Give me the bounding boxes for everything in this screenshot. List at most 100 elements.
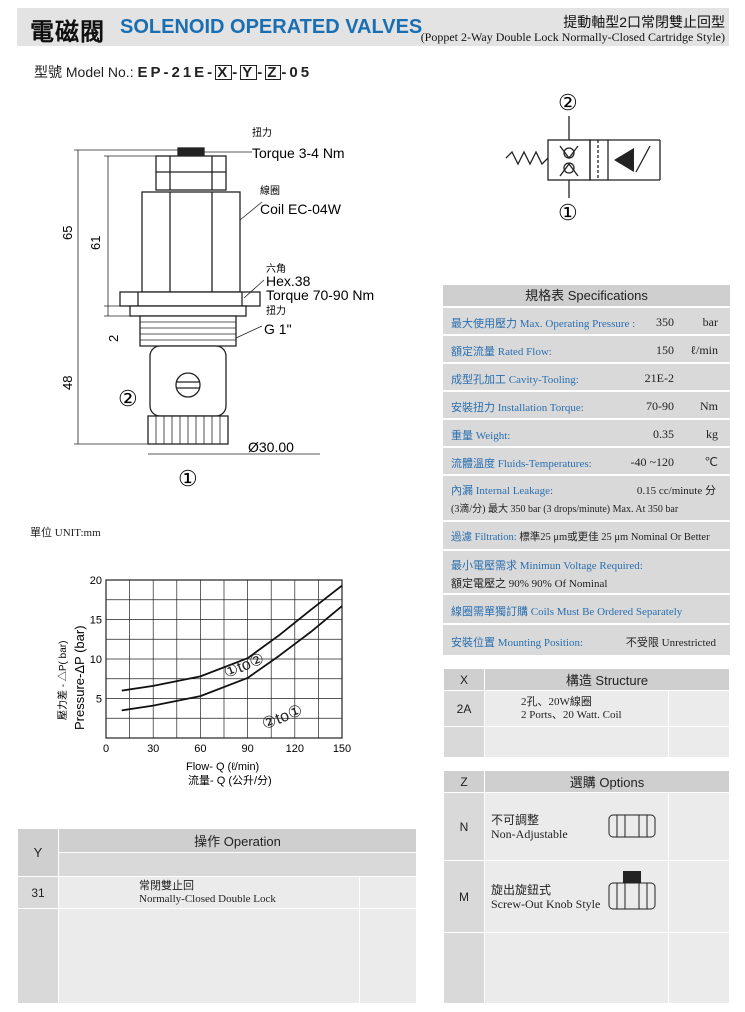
model-dash: -	[232, 64, 241, 81]
x-tick-label: 90	[241, 743, 253, 755]
voltage-label: 最小電壓需求 Minimun Voltage Required:	[451, 560, 643, 572]
specs-title: 規格表 Specifications	[443, 285, 730, 308]
option-n-zh: 不可調整	[491, 812, 540, 827]
coil-label: Coil EC-04W	[260, 201, 342, 217]
chart-grid	[105, 579, 343, 739]
options-title: 選購 Options	[484, 770, 730, 793]
series-label-2to1: ②to①	[260, 702, 305, 734]
thread-label: G 1"	[264, 321, 292, 337]
option-m-zh: 旋出旋鈕式	[491, 882, 552, 897]
spec-value: 0.35	[653, 427, 674, 441]
model-z-box: Z	[265, 64, 282, 81]
spec-label: 成型孔加工 Cavity-Tooling:	[451, 374, 579, 386]
diameter-label: Ø30.00	[248, 439, 294, 455]
spring-icon	[505, 150, 549, 166]
y-tick-label: 5	[96, 694, 102, 706]
model-dash: -	[257, 64, 266, 81]
leakage-value: 0.15 cc/minute 分	[636, 485, 716, 497]
model-y-box: Y	[240, 64, 258, 81]
spec-label: 最大使用壓力 Max. Operating Pressure :	[451, 318, 636, 330]
chart-xlabel: Flow- Q (ℓ/min)	[186, 761, 259, 773]
structure-en: 2 Ports、20 Watt. Coil	[521, 708, 622, 721]
spec-unit: kg	[706, 427, 718, 441]
coil-nut	[155, 155, 227, 191]
hydraulic-symbol: ② ①	[505, 90, 661, 225]
operation-en: Normally-Closed Double Lock	[139, 892, 276, 905]
port2-label: ②	[118, 386, 138, 411]
spec-row: 安裝扭力 Installation Torque: 70-90 Nm	[443, 392, 730, 420]
spec-unit: ℓ/min	[690, 343, 718, 357]
structure-code-header: X	[443, 668, 485, 691]
hex-zh: 六角	[266, 263, 286, 275]
option-n-en: Non-Adjustable	[491, 826, 568, 841]
spec-row-leakage: 內漏 Internal Leakage: 0.15 cc/minute 分 (3…	[443, 476, 730, 522]
spec-value: 350	[656, 315, 674, 329]
series-label-1to2: ①to②	[222, 650, 267, 682]
symbol-port1: ①	[558, 200, 578, 225]
chart-ylabel: Pressure-ΔP (bar)	[72, 625, 87, 730]
voltage-text: 額定電壓之 90% 90% Of Nominal	[451, 578, 608, 590]
option-row-m: M 旋出旋鈕式 Screw-Out Knob Style	[443, 860, 730, 933]
spec-label: 重量 Weight:	[451, 430, 511, 442]
y-tick-label: 20	[90, 575, 102, 587]
flange	[129, 305, 247, 317]
operation-code-header: Y	[17, 828, 59, 877]
dim-65: 65	[60, 226, 75, 240]
structure-code: 2A	[443, 690, 485, 727]
spec-row: 流體溫度 Fluids-Temperatures:-40 ~120℃	[443, 448, 730, 476]
model-label: 型號 Model No.:	[34, 64, 134, 80]
filtration-text: 標準25 μm或更佳 25 μm Nominal Or Better	[519, 532, 710, 543]
spec-label: 額定流量 Rated Flow:	[451, 346, 552, 358]
cartridge-body	[149, 345, 227, 417]
chart-lines	[121, 584, 343, 712]
spec-unit: Nm	[700, 399, 718, 413]
x-tick-label: 0	[103, 743, 109, 755]
unit-note: 單位 UNIT:mm	[30, 527, 101, 539]
hex-label: Hex.38	[266, 273, 311, 289]
spec-row: 重量 Weight: 0.35 kg	[443, 420, 730, 448]
operation-zh: 常閉雙止回	[139, 879, 194, 892]
screw-out-knob-icon	[608, 871, 656, 910]
leakage-note: (3滴/分) 最大 350 bar (3 drops/minute) Max. …	[451, 504, 679, 515]
port1-label: ①	[178, 466, 198, 490]
option-m-en: Screw-Out Knob Style	[491, 896, 601, 911]
subtitle-en: (Poppet 2-Way Double Lock Normally-Close…	[420, 30, 725, 44]
filtration-label: 過濾 Filtration:	[451, 532, 517, 543]
spec-value: 21E-2	[644, 371, 674, 385]
dim-48: 48	[60, 376, 75, 390]
mount-value: 不受限 Unrestricted	[625, 637, 716, 649]
specifications-table: 規格表 Specifications 最大使用壓力 Max. Operating…	[443, 285, 730, 657]
subtitle-zh: 提動軸型2口常閉雙止回型	[563, 14, 725, 30]
knob-cap	[177, 147, 205, 157]
option-code-m: M	[443, 860, 485, 933]
mount-label: 安裝位置 Mounting Position:	[451, 637, 584, 649]
title-zh: 電磁閥	[30, 19, 105, 46]
dim-2: 2	[106, 335, 121, 342]
torque2-zh: 扭力	[266, 304, 286, 317]
option-code-n: N	[443, 792, 485, 861]
coil-body	[141, 191, 241, 293]
x-tick-label: 150	[333, 743, 351, 755]
x-tick-label: 120	[286, 743, 304, 755]
torque-zh: 扭力	[252, 126, 272, 139]
model-suffix: -05	[281, 64, 313, 81]
structure-title: 構造 Structure	[484, 668, 730, 691]
header-bar	[17, 8, 729, 46]
model-prefix: EP-21E-	[137, 64, 216, 81]
spec-label: 安裝扭力 Installation Torque:	[451, 402, 584, 414]
model-x-box: X	[215, 64, 233, 81]
valve-box	[547, 139, 591, 181]
symbol-port2: ②	[558, 90, 578, 115]
leakage-label: 內漏 Internal Leakage:	[451, 485, 554, 497]
x-tick-label: 60	[194, 743, 206, 755]
spec-row-voltage: 最小電壓需求 Minimun Voltage Required: 額定電壓之 9…	[443, 551, 730, 595]
spec-value: 70-90	[646, 399, 674, 413]
option-row-n: N 不可調整 Non-Adjustable	[443, 792, 730, 861]
